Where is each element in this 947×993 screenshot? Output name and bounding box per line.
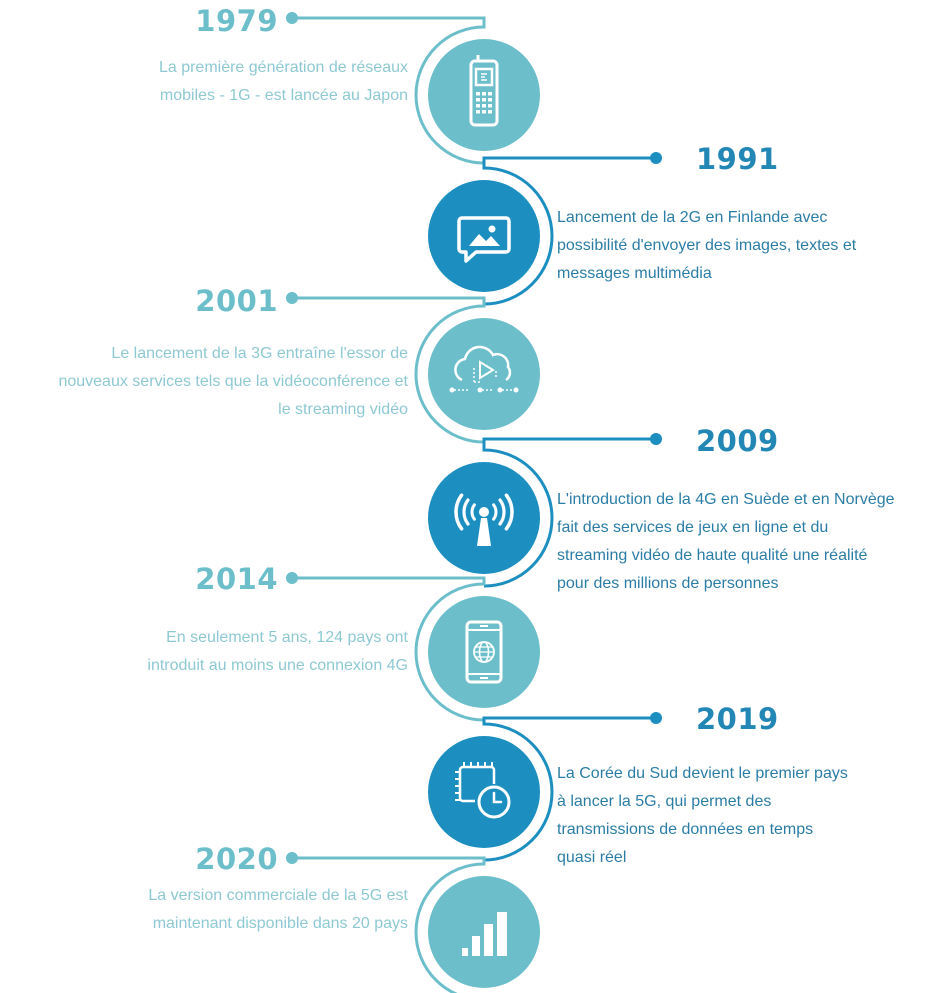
year-label: 2020 bbox=[195, 842, 278, 876]
event-description: Lancement de la 2G en Finlande avec possi… bbox=[557, 204, 942, 288]
node-1991 bbox=[428, 180, 540, 292]
timeline-dot bbox=[286, 292, 298, 304]
year-label: 2014 bbox=[195, 562, 278, 596]
node-2019 bbox=[428, 736, 540, 848]
connector-2009 bbox=[482, 433, 662, 588]
node-2020 bbox=[428, 876, 540, 988]
year-label: 2001 bbox=[195, 284, 278, 318]
timeline-dot bbox=[286, 852, 298, 864]
description-line: messages multimédia bbox=[557, 265, 712, 282]
description-line: quasi réel bbox=[557, 849, 627, 866]
description-line: fait des services de jeux en ligne et du bbox=[557, 519, 829, 536]
chip-clock-icon bbox=[455, 762, 511, 819]
description-line: à lancer la 5G, qui permet des bbox=[557, 793, 772, 810]
connector-2014 bbox=[286, 572, 486, 722]
event-description: La version commerciale de la 5G est maint… bbox=[8, 882, 408, 938]
image-message-icon bbox=[457, 216, 511, 263]
description-line: La version commerciale de la 5G est bbox=[148, 887, 408, 904]
event-description: En seulement 5 ans, 124 pays ont introdui… bbox=[28, 624, 408, 680]
connector-2001 bbox=[286, 292, 486, 444]
description-line: possibilité d'envoyer des images, textes… bbox=[557, 237, 857, 254]
connector-2019 bbox=[482, 712, 662, 862]
event-description: La Corée du Sud devient le premier pays à… bbox=[557, 760, 942, 872]
event-description: Le lancement de la 3G entraîne l'essor d… bbox=[0, 340, 408, 424]
timeline-dot bbox=[286, 12, 298, 24]
event-description: L'introduction de la 4G en Suède et en N… bbox=[557, 486, 942, 598]
description-line: mobiles - 1G - est lancée au Japon bbox=[159, 87, 408, 104]
node-1979 bbox=[428, 39, 540, 151]
node-2014 bbox=[428, 596, 540, 708]
connector-2020 bbox=[286, 852, 486, 993]
description-line: transmissions de données en temps bbox=[557, 821, 814, 838]
antenna-signal-icon bbox=[454, 493, 514, 546]
description-line: La Corée du Sud devient le premier pays bbox=[557, 765, 848, 782]
description-line: La première génération de réseaux bbox=[158, 59, 408, 76]
description-line: En seulement 5 ans, 124 pays ont bbox=[166, 629, 408, 646]
cloud-video-icon bbox=[449, 345, 519, 393]
year-label: 1991 bbox=[696, 142, 779, 176]
description-line: nouveaux services tels que la vidéoconfé… bbox=[58, 373, 408, 390]
description-line: L'introduction de la 4G en Suède et en N… bbox=[557, 491, 895, 508]
connector-1991 bbox=[482, 152, 662, 306]
node-circle bbox=[428, 318, 540, 430]
signal-bars-icon bbox=[462, 912, 507, 956]
node-2009 bbox=[428, 462, 540, 574]
description-line: introduit au moins une connexion 4G bbox=[147, 657, 408, 674]
timeline-dot bbox=[286, 572, 298, 584]
description-line: pour des millions de personnes bbox=[557, 575, 779, 592]
description-line: Lancement de la 2G en Finlande avec bbox=[557, 209, 828, 226]
year-label: 2009 bbox=[696, 424, 779, 458]
timeline-dot bbox=[650, 433, 662, 445]
description-line: Le lancement de la 3G entraîne l'essor d… bbox=[111, 345, 408, 362]
node-2001 bbox=[428, 318, 540, 430]
node-circle bbox=[428, 180, 540, 292]
smartphone-globe-icon bbox=[465, 620, 503, 684]
description-line: streaming vidéo de haute qualité une réa… bbox=[557, 547, 868, 564]
timeline-dot bbox=[650, 152, 662, 164]
event-description: La première génération de réseaux mobiles… bbox=[28, 54, 408, 110]
year-label: 2019 bbox=[696, 702, 779, 736]
connector-1979 bbox=[286, 12, 486, 165]
year-label: 1979 bbox=[195, 4, 278, 38]
feature-phone-icon bbox=[469, 55, 499, 127]
description-line: maintenant disponible dans 20 pays bbox=[152, 915, 408, 932]
timeline-dot bbox=[650, 712, 662, 724]
description-line: le streaming vidéo bbox=[278, 401, 408, 418]
